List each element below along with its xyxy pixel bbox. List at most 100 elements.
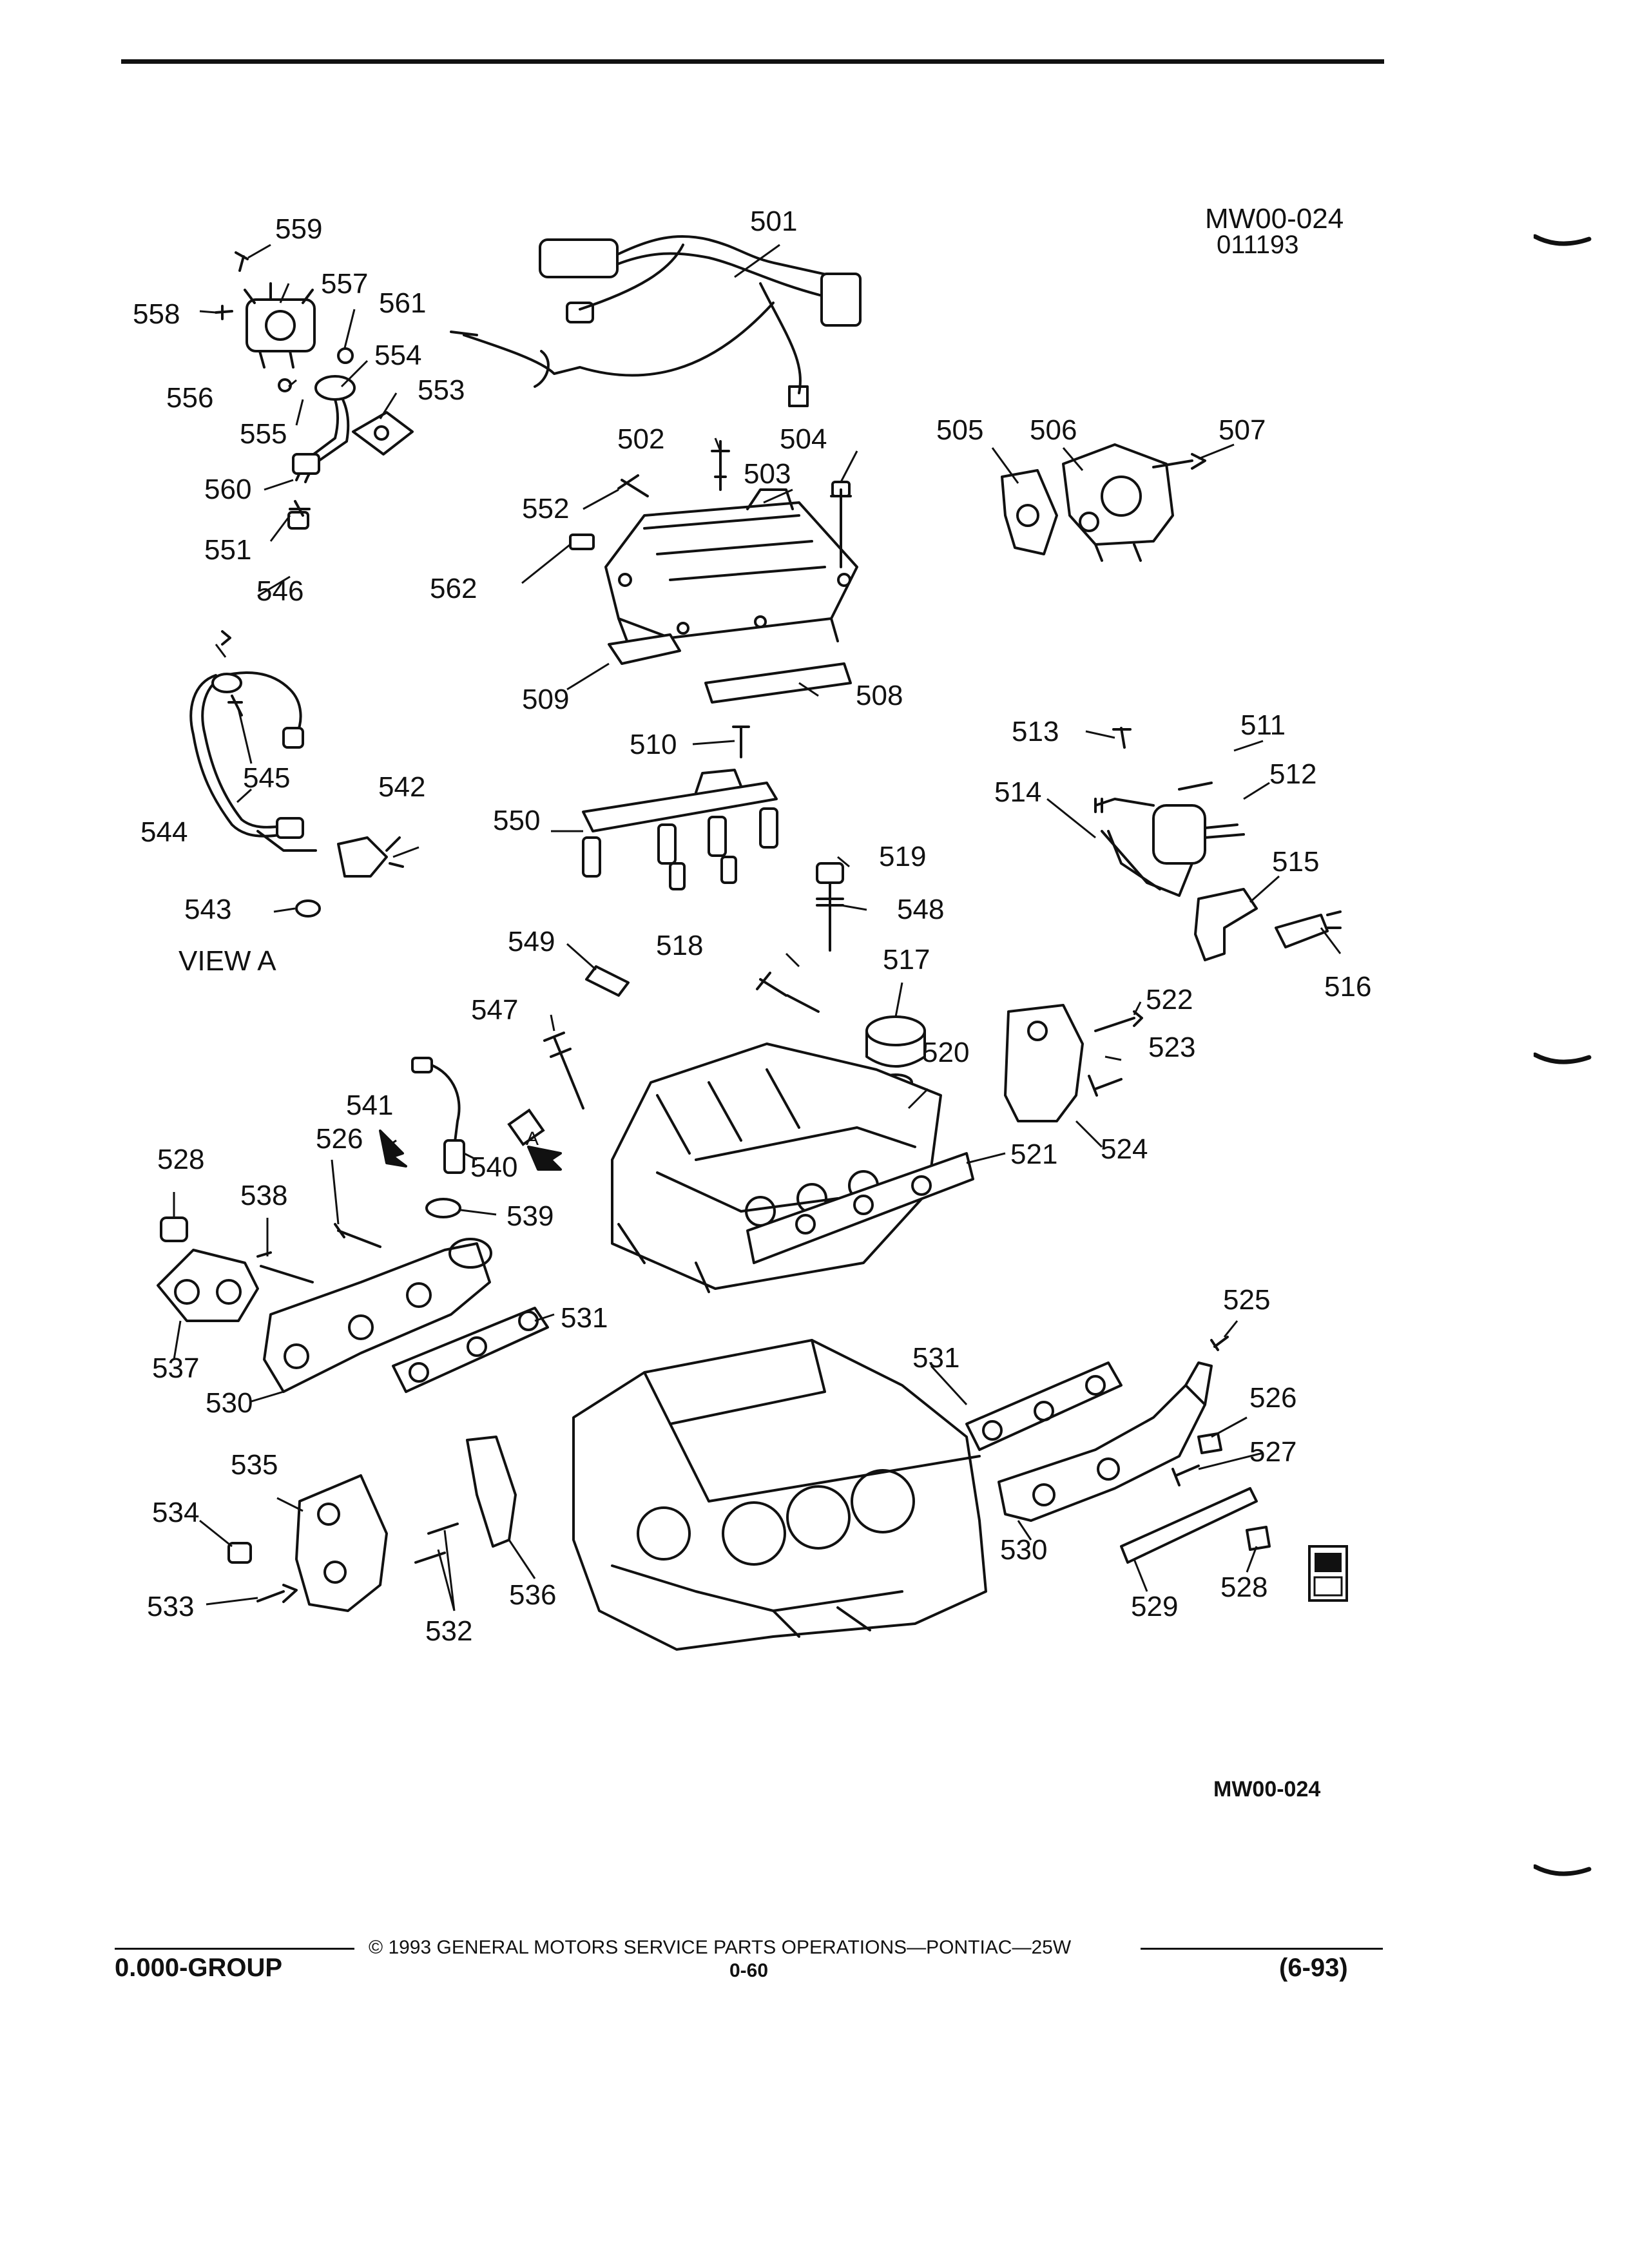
part-511-label: 511 xyxy=(1240,709,1286,741)
part-521-label: 521 xyxy=(1010,1139,1058,1170)
view-a-label: VIEW A xyxy=(178,945,276,977)
sensor-549 xyxy=(585,965,630,997)
upper-plenum-503 xyxy=(604,488,858,646)
nut-528-right xyxy=(1246,1526,1271,1551)
heat-shield-529 xyxy=(1120,1487,1258,1564)
part-556-label: 556 xyxy=(166,382,214,414)
washer-539 xyxy=(425,1198,461,1218)
bolt-518 xyxy=(756,972,820,1013)
part-557-label: 557 xyxy=(321,268,369,300)
part-522-label: 522 xyxy=(1146,984,1193,1015)
part-562-label: 562 xyxy=(430,573,477,604)
part-535-label: 535 xyxy=(231,1449,278,1481)
part-543-label: 543 xyxy=(184,894,232,925)
part-531-label-left: 531 xyxy=(561,1302,608,1334)
gasket-509 xyxy=(608,633,681,665)
part-526-label-right: 526 xyxy=(1249,1382,1297,1414)
exhaust-manifold-530-left xyxy=(263,1238,492,1393)
bolt-522 xyxy=(1094,1010,1143,1032)
part-549-label: 549 xyxy=(508,926,555,957)
arrow-541 xyxy=(379,1129,407,1168)
part-534-label: 534 xyxy=(152,1497,200,1528)
nut-526-right xyxy=(1197,1432,1222,1454)
pressure-regulator-512 xyxy=(1094,782,1245,897)
gasket-505 xyxy=(1001,469,1058,555)
part-508-label: 508 xyxy=(856,680,903,711)
wiring-harness-501 xyxy=(450,235,862,407)
footer-copyright: © 1993 GENERAL MOTORS SERVICE PARTS OPER… xyxy=(369,1937,1072,1958)
part-546-label: 546 xyxy=(256,575,304,607)
part-509-label: 509 xyxy=(522,684,570,715)
part-555-label: 555 xyxy=(240,418,287,450)
gasket-531-left xyxy=(392,1307,549,1393)
bolt-510 xyxy=(732,726,750,758)
part-545-label: 545 xyxy=(243,762,291,794)
gasket-531-right xyxy=(965,1361,1123,1451)
footer-revision: (6-93) xyxy=(1279,1954,1348,1982)
part-525-label: 525 xyxy=(1223,1284,1271,1316)
arrow-view-a xyxy=(527,1146,562,1171)
part-516-label: 516 xyxy=(1324,971,1372,1003)
part-559-label: 559 xyxy=(275,213,323,245)
part-561-label: 561 xyxy=(379,287,427,319)
figure-code-bottom: MW00-024 xyxy=(1213,1777,1321,1802)
nut-528-left xyxy=(160,1216,188,1242)
part-529-label: 529 xyxy=(1131,1591,1179,1622)
part-547-label: 547 xyxy=(471,994,519,1026)
throttle-body-557 xyxy=(215,251,354,392)
part-558-label: 558 xyxy=(133,298,180,330)
part-554-label: 554 xyxy=(374,340,422,371)
pcv-tube-544 xyxy=(189,630,317,852)
part-505-label: 505 xyxy=(936,414,984,446)
part-527-label: 527 xyxy=(1249,1436,1297,1468)
footer-group: 0.000-GROUP xyxy=(115,1954,283,1982)
binder-mark-3 xyxy=(1534,1864,1592,1876)
o2-sensor-540 xyxy=(424,1062,461,1148)
bracket-536 xyxy=(466,1436,517,1548)
bolt-513 xyxy=(1112,727,1132,749)
footer-rule-right xyxy=(1141,1948,1383,1950)
part-536-label: 536 xyxy=(509,1579,557,1611)
engine-block xyxy=(572,1339,987,1651)
diagram-code: MW00-024 xyxy=(1205,203,1344,235)
part-541-label: 541 xyxy=(346,1090,394,1121)
lower-intake-520 xyxy=(611,1043,942,1293)
part-542-label: 542 xyxy=(378,771,426,803)
bolt-547 xyxy=(543,1032,584,1110)
view-a-callout xyxy=(507,1108,545,1146)
top-rule xyxy=(121,59,1384,64)
binder-mark-2 xyxy=(1534,1052,1592,1064)
stud-525 xyxy=(1210,1336,1229,1351)
part-506-label: 506 xyxy=(1030,414,1077,446)
part-530-label-right: 530 xyxy=(1000,1534,1048,1566)
part-503-label: 503 xyxy=(744,458,791,490)
part-553-label: 553 xyxy=(418,374,465,406)
bolt-507 xyxy=(1152,453,1206,470)
view-a-callout-label: A xyxy=(526,1128,539,1149)
nut-534 xyxy=(227,1542,252,1564)
gasket-521 xyxy=(746,1152,974,1264)
part-526-label-left: 526 xyxy=(316,1123,363,1155)
part-548-label: 548 xyxy=(897,894,945,925)
footer-rule-left xyxy=(115,1948,354,1950)
part-533-label: 533 xyxy=(147,1591,195,1622)
bracket-537 xyxy=(157,1249,259,1322)
part-510-label: 510 xyxy=(630,729,677,760)
bolt-533 xyxy=(256,1584,298,1603)
part-528-label-right: 528 xyxy=(1220,1571,1268,1603)
exhaust-manifold-530-right xyxy=(998,1361,1213,1522)
part-502-label: 502 xyxy=(617,423,665,455)
part-530-label-left: 530 xyxy=(206,1387,253,1419)
part-544-label: 544 xyxy=(140,816,188,848)
bolt-523 xyxy=(1088,1075,1123,1097)
part-523-label: 523 xyxy=(1148,1032,1196,1063)
part-531-label-right: 531 xyxy=(912,1342,960,1374)
part-513-label: 513 xyxy=(1012,716,1059,747)
part-512-label: 512 xyxy=(1269,758,1317,790)
part-551-label: 551 xyxy=(204,534,252,566)
bracket-535 xyxy=(295,1474,388,1612)
sensor-516 xyxy=(1275,910,1342,948)
part-518-label: 518 xyxy=(656,930,704,961)
part-532-label: 532 xyxy=(425,1615,473,1647)
